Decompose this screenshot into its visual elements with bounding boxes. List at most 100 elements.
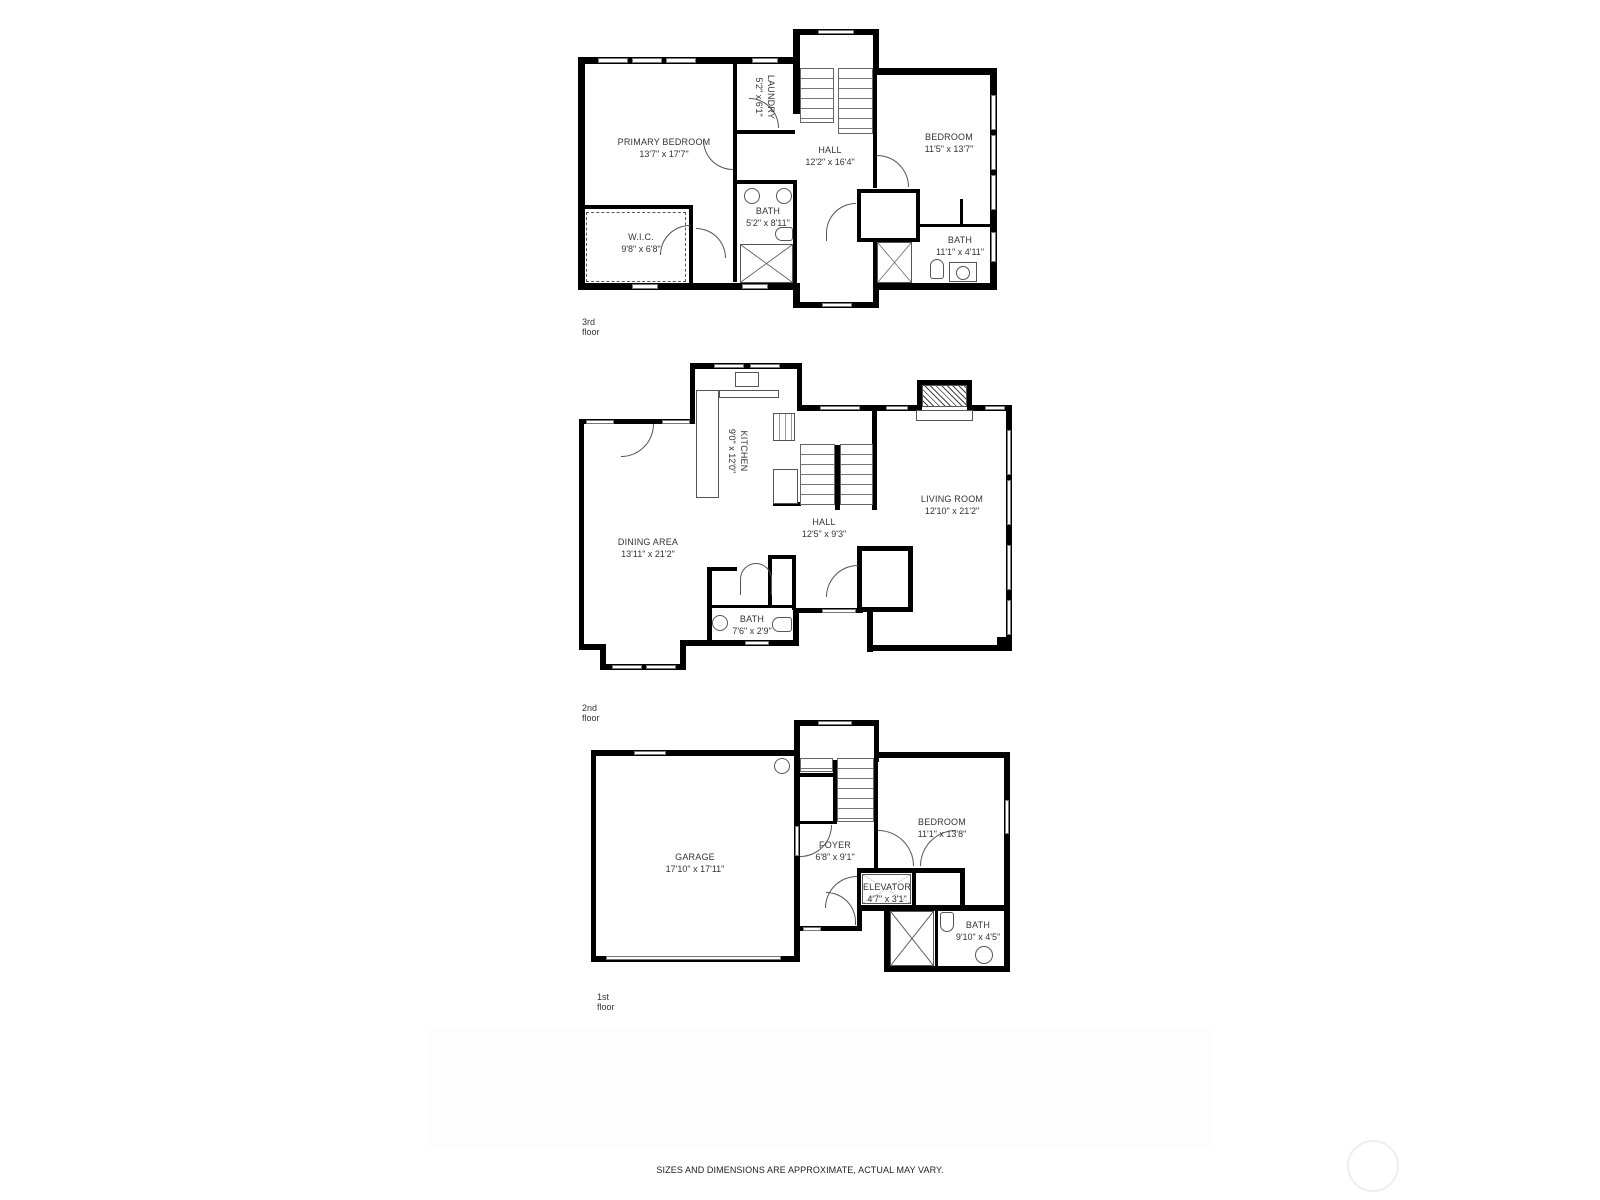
window <box>820 406 860 410</box>
wall <box>857 546 913 551</box>
window <box>991 95 996 130</box>
window <box>612 665 642 669</box>
room-label-elevator: ELEVATOR 4'7" x 3'1" <box>862 882 912 904</box>
kitchen-sink <box>735 372 759 387</box>
wall <box>857 607 913 612</box>
wall <box>578 205 691 209</box>
wall <box>935 905 938 970</box>
wall <box>857 868 965 873</box>
window <box>886 406 908 410</box>
window <box>745 641 769 645</box>
door-swing <box>696 228 726 258</box>
door-swing <box>877 155 909 187</box>
wall <box>867 645 1010 651</box>
disclaimer-text: SIZES AND DIMENSIONS ARE APPROXIMATE, AC… <box>656 1165 944 1175</box>
wall <box>917 380 972 385</box>
window <box>742 284 768 289</box>
staircase <box>837 758 874 822</box>
elevator-car <box>862 874 911 904</box>
hearth <box>916 410 973 421</box>
wall <box>1004 752 1010 972</box>
room-label-bath-2: BATH 11'1" x 4'11" <box>935 235 985 257</box>
window <box>985 406 1005 410</box>
door-swing <box>621 424 654 457</box>
wall <box>857 189 920 193</box>
window <box>1007 480 1011 525</box>
window <box>634 751 666 755</box>
wall <box>680 640 798 646</box>
wall <box>884 910 890 972</box>
wall <box>867 608 873 652</box>
window <box>1007 600 1011 635</box>
wall <box>1006 405 1012 651</box>
shower <box>877 242 912 283</box>
room-label-wic: W.I.C. 9'8" x 6'8" <box>621 232 661 254</box>
staircase <box>800 444 835 505</box>
wall <box>874 752 1009 758</box>
wall <box>768 555 796 559</box>
wall <box>960 868 965 908</box>
room-label-laundry: LAUNDRY 5'2" x 6'1" <box>754 74 776 120</box>
room-label-bath: BATH 7'6" x 2'9" <box>732 614 772 636</box>
wall <box>873 73 877 188</box>
door-swing <box>740 563 772 595</box>
electrical-panel-icon <box>774 758 790 774</box>
window <box>714 364 744 368</box>
wall <box>733 130 795 134</box>
wall <box>793 29 800 114</box>
room-label-living-room: LIVING ROOM 12'10" x 21'2" <box>920 494 984 516</box>
window <box>666 58 696 63</box>
window <box>991 175 996 210</box>
staircase <box>800 68 834 123</box>
garage-door <box>606 956 781 960</box>
door-swing <box>878 830 914 866</box>
window <box>795 826 799 856</box>
floor-label-1st: 1st floor <box>597 992 615 1012</box>
wall <box>912 873 916 909</box>
room-label-bath: BATH 9'10" x 4'5" <box>955 920 1001 942</box>
wall <box>997 637 1012 651</box>
wall <box>600 644 606 670</box>
window <box>991 232 996 262</box>
room-label-hall: HALL 12'5" x 9'3" <box>801 517 847 539</box>
wall <box>967 380 972 411</box>
wall <box>690 363 695 424</box>
door-swing <box>826 565 858 597</box>
sink <box>712 615 728 631</box>
wall <box>960 199 963 226</box>
wall <box>600 664 685 670</box>
wall <box>917 380 922 411</box>
wall <box>578 57 585 290</box>
wall <box>733 180 793 184</box>
wall <box>916 189 920 241</box>
window <box>750 364 780 368</box>
room-label-foyer: FOYER 6'8" x 9'1" <box>815 840 855 862</box>
shower <box>740 244 793 283</box>
wall <box>857 546 862 611</box>
wall <box>579 419 584 649</box>
wall <box>793 610 799 646</box>
wall <box>884 966 1010 972</box>
wall <box>797 363 802 411</box>
room-label-bedroom: BEDROOM 11'1" x 13'8" <box>917 817 967 839</box>
wall <box>733 57 737 282</box>
window <box>822 609 856 613</box>
wall <box>874 720 879 762</box>
window <box>1007 545 1011 590</box>
window <box>586 420 614 424</box>
room-label-dining-area: DINING AREA 13'11" x 21'2" <box>617 537 679 559</box>
toilet <box>930 259 944 279</box>
wall <box>800 773 835 777</box>
window <box>1005 800 1009 834</box>
sink <box>744 188 760 204</box>
wall <box>873 283 879 308</box>
wall <box>707 605 795 608</box>
sink <box>975 946 993 964</box>
room-label-bedroom: BEDROOM 11'5" x 13'7" <box>924 132 974 154</box>
wall <box>579 419 694 424</box>
window <box>646 665 676 669</box>
wall <box>591 750 596 962</box>
wall <box>873 68 995 75</box>
window <box>818 721 852 725</box>
window <box>632 58 662 63</box>
